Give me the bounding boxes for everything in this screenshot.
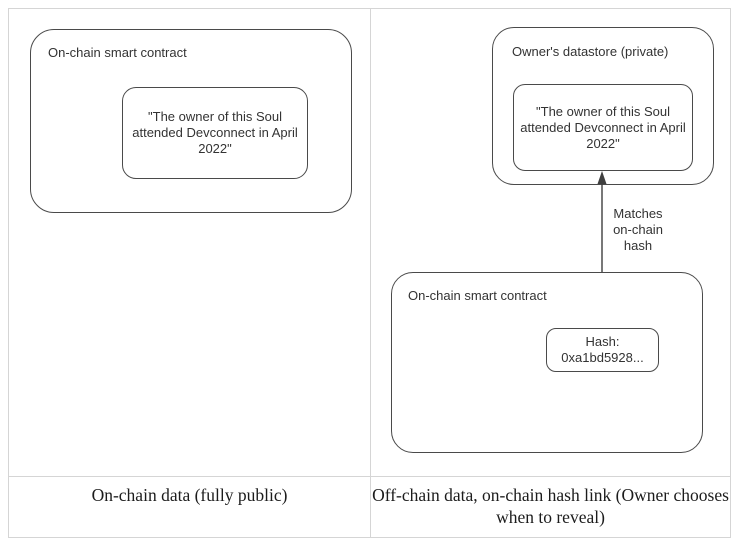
datastore-claim-text: "The owner of this Soul attended Devconn… <box>520 103 686 151</box>
arrowhead-up-icon <box>597 171 607 184</box>
hash-text: Hash: 0xa1bd5928... <box>561 334 644 365</box>
arrow-label: Matches on-chain hash <box>613 206 663 253</box>
left-claim-text: "The owner of this Soul attended Devconn… <box>132 109 298 156</box>
hash-box: Hash: 0xa1bd5928... <box>546 328 659 372</box>
caption-row-divider <box>8 476 731 477</box>
right-onchain-contract-label: On-chain smart contract <box>408 288 547 303</box>
datastore-claim-box: "The owner of this Soul attended Devconn… <box>513 84 693 171</box>
owner-datastore-label: Owner's datastore (private) <box>512 44 669 59</box>
table-frame <box>8 8 731 538</box>
left-caption: On-chain data (fully public) <box>91 485 288 505</box>
left-claim-box: "The owner of this Soul attended Devconn… <box>122 87 308 179</box>
left-onchain-contract-label: On-chain smart contract <box>48 45 187 60</box>
column-divider <box>370 8 371 538</box>
right-caption: Off-chain data, on-chain hash link (Owne… <box>372 485 729 527</box>
